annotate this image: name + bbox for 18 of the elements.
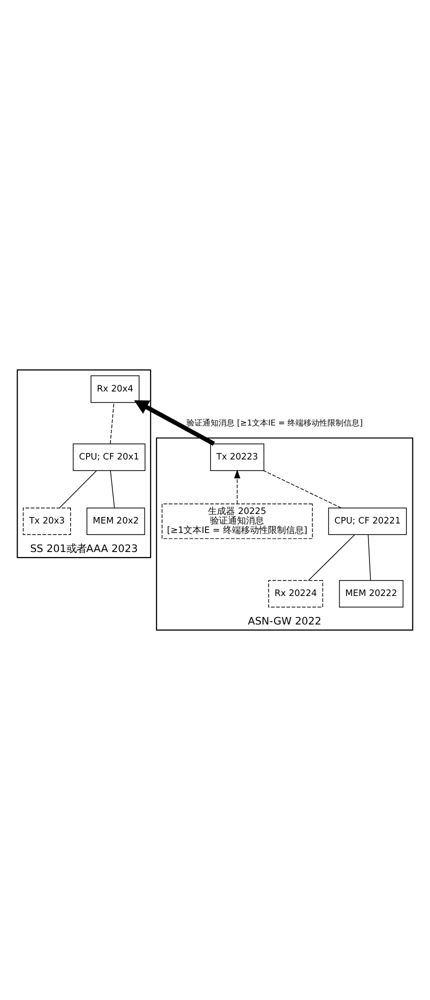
node-box: MEM 20222 bbox=[339, 580, 404, 608]
node-box: CPU; CF 20221 bbox=[328, 508, 407, 535]
connector bbox=[263, 470, 342, 508]
node-box: Rx 20x4 bbox=[90, 375, 140, 403]
node-box: Rx 20224 bbox=[268, 580, 324, 608]
edge-label: 验证通知消息 [≥1文本IE = 终端移动性限制信息] bbox=[186, 417, 363, 428]
node-box: Tx 20223 bbox=[210, 444, 264, 471]
connector bbox=[308, 534, 356, 581]
connector bbox=[368, 534, 371, 581]
node-box: 生成器 20225 验证通知消息 [≥1文本IE = 终端移动性限制信息] bbox=[162, 504, 313, 540]
connector bbox=[110, 470, 115, 508]
connector bbox=[110, 402, 114, 444]
node-box: MEM 20x2 bbox=[86, 508, 146, 535]
node-box: CPU; CF 20x1 bbox=[72, 444, 146, 471]
arrow bbox=[134, 400, 216, 446]
connector bbox=[59, 470, 97, 508]
node-box: Tx 20x3 bbox=[22, 508, 71, 535]
arrow bbox=[234, 470, 240, 504]
